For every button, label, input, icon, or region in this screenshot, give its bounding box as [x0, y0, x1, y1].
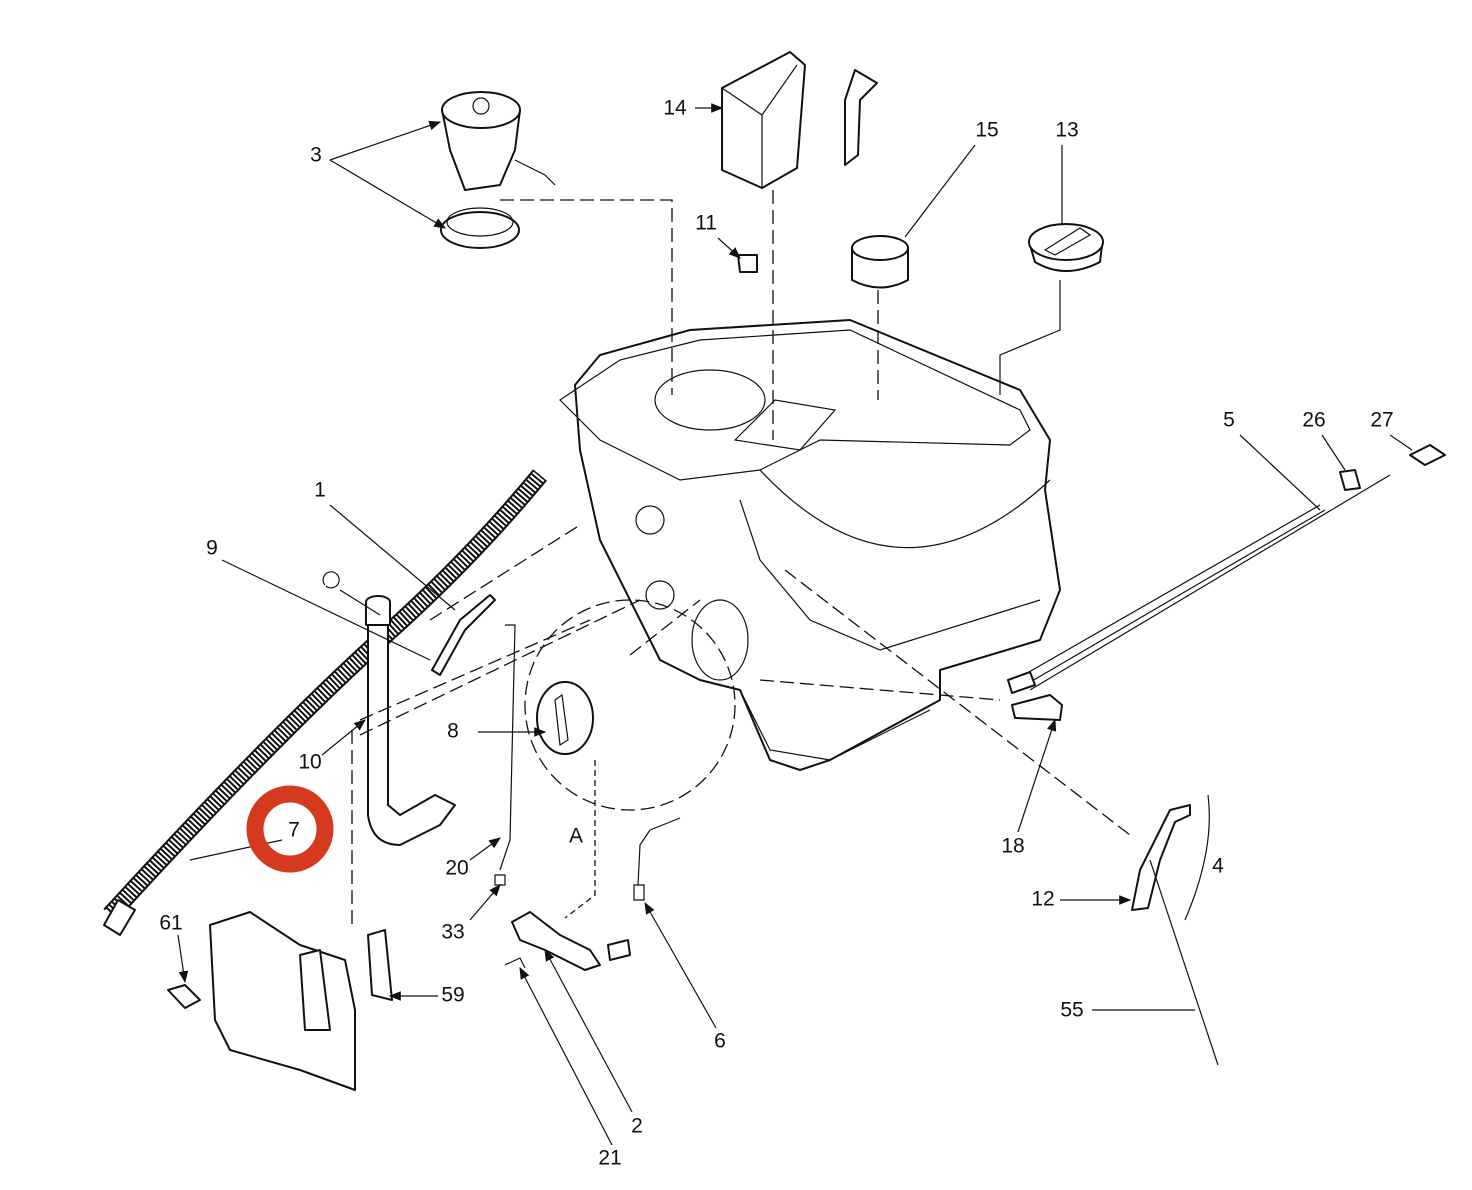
wiring-harness	[1014, 474, 1391, 691]
cleanout-plug	[536, 681, 594, 755]
deflector	[844, 69, 878, 166]
leader-lines	[177, 103, 1413, 1146]
switch	[322, 571, 381, 616]
callout-20[interactable]: 20	[445, 857, 468, 880]
callout-21[interactable]: 21	[598, 1147, 621, 1170]
callout-12[interactable]: 12	[1031, 888, 1054, 911]
clamp	[1339, 469, 1361, 491]
lever	[1131, 804, 1191, 911]
wire-connector	[633, 817, 681, 901]
detail-circle	[524, 599, 736, 811]
callout-4[interactable]: 4	[1212, 855, 1224, 878]
callout-8[interactable]: 8	[447, 720, 459, 743]
clip-61	[167, 984, 201, 1009]
vacuum-motor	[440, 91, 556, 249]
callout-55[interactable]: 55	[1060, 999, 1083, 1022]
drain-valve	[504, 911, 631, 971]
standpipe	[365, 595, 456, 846]
callout-14[interactable]: 14	[663, 97, 687, 120]
callout-3[interactable]: 3	[310, 144, 322, 167]
latch	[431, 594, 496, 676]
callout-9[interactable]: 9	[206, 537, 218, 560]
callout-61[interactable]: 61	[159, 912, 182, 935]
callout-27[interactable]: 27	[1370, 409, 1393, 432]
filter-box	[721, 51, 806, 189]
plate-59	[367, 929, 393, 1001]
callout-15[interactable]: 15	[975, 119, 998, 142]
detail-label-a[interactable]: A	[569, 825, 583, 848]
highlight-ring	[246, 785, 334, 873]
shroud	[209, 911, 356, 1091]
callout-13[interactable]: 13	[1055, 119, 1078, 142]
callout-11[interactable]: 11	[695, 212, 717, 235]
callout-7-highlighted[interactable]: 7	[288, 819, 300, 842]
callout-10[interactable]: 10	[298, 751, 321, 774]
float-cap	[851, 235, 909, 289]
callout-33[interactable]: 33	[441, 921, 464, 944]
drain-lid	[1028, 223, 1104, 272]
vacuum-hose	[103, 469, 547, 936]
callout-2[interactable]: 2	[631, 1115, 643, 1138]
recovery-tank	[559, 319, 1061, 771]
callout-18[interactable]: 18	[1001, 835, 1024, 858]
clip	[1409, 444, 1446, 466]
callout-26[interactable]: 26	[1302, 409, 1325, 432]
bracket	[1011, 694, 1063, 721]
callout-59[interactable]: 59	[441, 984, 464, 1007]
fitting	[737, 254, 758, 273]
callouts: 3 14 15 13 11 5 26 27 1 9 8 10 7 20 33 A…	[159, 97, 1393, 1170]
callout-1[interactable]: 1	[314, 479, 326, 502]
callout-6[interactable]: 6	[714, 1030, 726, 1053]
callout-5[interactable]: 5	[1223, 409, 1235, 432]
assembly-lines	[351, 190, 1131, 930]
